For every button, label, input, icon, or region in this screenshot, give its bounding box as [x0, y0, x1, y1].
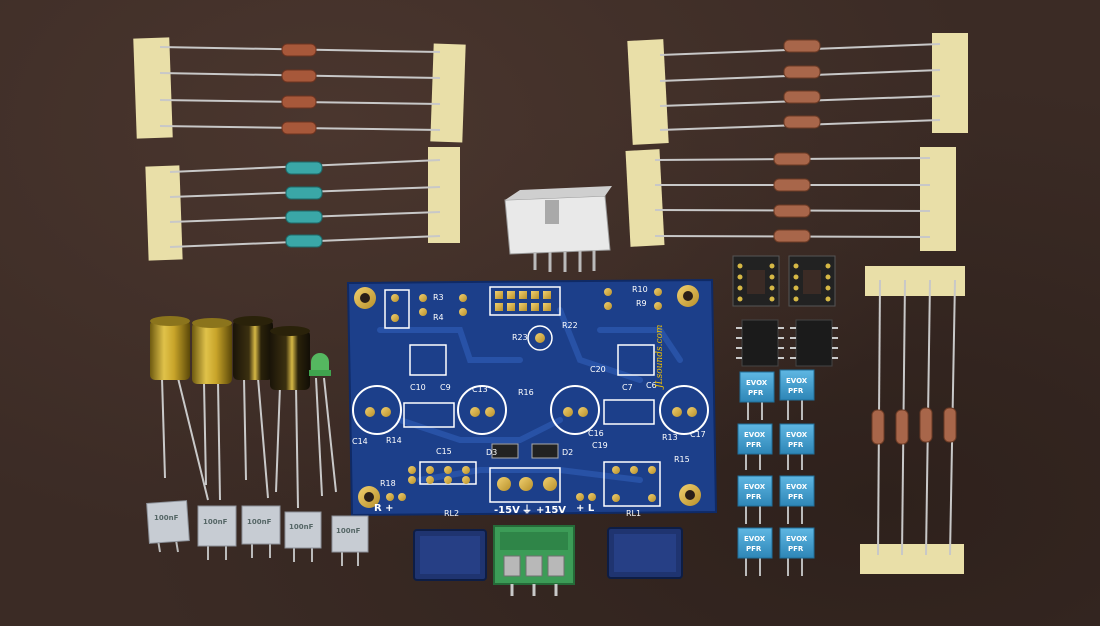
evox-cap: EVOX PFR: [737, 475, 773, 524]
label-l-plus: + L: [576, 503, 595, 514]
electrolytic-capacitors: [150, 316, 337, 509]
label-r18: R18: [380, 479, 396, 488]
film-cap: 100nF: [331, 515, 369, 566]
svg-text:EVOX: EVOX: [786, 535, 808, 543]
svg-text:PFR: PFR: [746, 545, 762, 553]
svg-text:100nF: 100nF: [289, 523, 314, 531]
film-cap: 100nF: [146, 500, 190, 553]
idc-header-connector: [504, 186, 612, 272]
ic-sockets: [732, 255, 836, 307]
electrolytic-cap-gold: [192, 318, 232, 384]
label-r14: R14: [386, 436, 402, 445]
label-c17: C17: [690, 430, 706, 439]
electrolytic-cap-black: [270, 326, 310, 390]
evox-capacitors: EVOX PFR EVOX PFR EVOX PFR EVOX PFR EVOX…: [737, 369, 815, 576]
svg-text:EVOX: EVOX: [786, 483, 808, 491]
label-c7: C7: [622, 383, 633, 392]
label-r16: R16: [518, 388, 534, 397]
svg-text:EVOX: EVOX: [744, 483, 766, 491]
label-pos15v: +15V: [536, 505, 566, 516]
label-r4: R4: [433, 313, 444, 322]
svg-text:EVOX: EVOX: [744, 431, 766, 439]
svg-text:EVOX: EVOX: [744, 535, 766, 543]
svg-text:PFR: PFR: [788, 545, 804, 553]
label-r10: R10: [632, 285, 648, 294]
label-r13: R13: [662, 433, 678, 442]
pcb-silkscreen-labels: R3 R4 R10 R9 R22 R23 R16 R14 R13 R15 R18…: [352, 285, 706, 518]
film-cap: 100nF: [197, 505, 237, 560]
label-ground: ⏚: [522, 504, 532, 516]
terminal-block: [493, 525, 575, 596]
svg-text:100nF: 100nF: [203, 518, 228, 526]
label-r-plus: R +: [374, 503, 394, 514]
label-c13: C13: [472, 385, 488, 394]
svg-text:PFR: PFR: [788, 387, 804, 395]
relay-left: [413, 529, 487, 581]
evox-cap: EVOX PFR: [779, 423, 815, 470]
label-c19: C19: [592, 441, 608, 450]
svg-text:EVOX: EVOX: [746, 379, 768, 387]
svg-text:PFR: PFR: [748, 389, 764, 397]
film-capacitors: 100nF 100nF 100nF 100nF 100nF: [146, 500, 369, 566]
label-r23: R23: [512, 333, 528, 342]
label-c16: C16: [588, 429, 604, 438]
label-rl2: RL2: [444, 509, 459, 518]
svg-text:100nF: 100nF: [154, 514, 179, 522]
opamp-chips: [736, 319, 838, 367]
pcb-board: R3 R4 R10 R9 R22 R23 R16 R14 R13 R15 R18…: [346, 278, 718, 518]
pcb-mounting-holes: [354, 285, 701, 508]
resistor-strip-right-middle: [625, 147, 956, 251]
electrolytic-cap-black: [233, 316, 273, 380]
film-cap: 100nF: [284, 511, 322, 562]
evox-cap: EVOX PFR: [779, 527, 815, 576]
label-d2: D2: [562, 448, 573, 457]
resistor-strip-top-right: [627, 33, 968, 145]
evox-cap: EVOX PFR: [739, 371, 775, 420]
label-r3: R3: [433, 293, 444, 302]
relay-right: [607, 527, 683, 579]
label-c6: C6: [646, 381, 657, 390]
svg-text:EVOX: EVOX: [786, 431, 808, 439]
label-c15: C15: [436, 447, 452, 456]
resistor-strip-left-blue: [145, 147, 460, 261]
resistor-strip-vertical-right: [860, 266, 965, 574]
label-c9: C9: [440, 383, 451, 392]
svg-text:PFR: PFR: [788, 493, 804, 501]
svg-text:PFR: PFR: [746, 441, 762, 449]
label-d3: D3: [486, 448, 497, 457]
evox-cap: EVOX PFR: [737, 423, 773, 470]
electrolytic-cap-gold: [150, 316, 190, 380]
evox-cap: EVOX PFR: [779, 475, 815, 524]
evox-cap: EVOX PFR: [779, 369, 815, 420]
label-c20: C20: [590, 365, 606, 374]
resistor-strip-top-left: [133, 37, 466, 143]
label-r9: R9: [636, 299, 647, 308]
label-r15: R15: [674, 455, 690, 464]
film-cap: 100nF: [241, 505, 281, 558]
evox-cap: EVOX PFR: [737, 527, 773, 576]
pcb-cap-footprints: [352, 385, 709, 435]
label-c10: C10: [410, 383, 426, 392]
label-r22: R22: [562, 321, 578, 330]
label-c14: C14: [352, 437, 368, 446]
label-rl1: RL1: [626, 509, 641, 518]
pcb-brand: JLsounds.com: [655, 325, 665, 390]
green-led: [309, 353, 331, 376]
svg-text:100nF: 100nF: [336, 527, 361, 535]
svg-text:100nF: 100nF: [247, 518, 272, 526]
svg-text:PFR: PFR: [788, 441, 804, 449]
svg-text:EVOX: EVOX: [786, 377, 808, 385]
svg-text:PFR: PFR: [746, 493, 762, 501]
label-neg15v: -15V: [494, 505, 520, 516]
